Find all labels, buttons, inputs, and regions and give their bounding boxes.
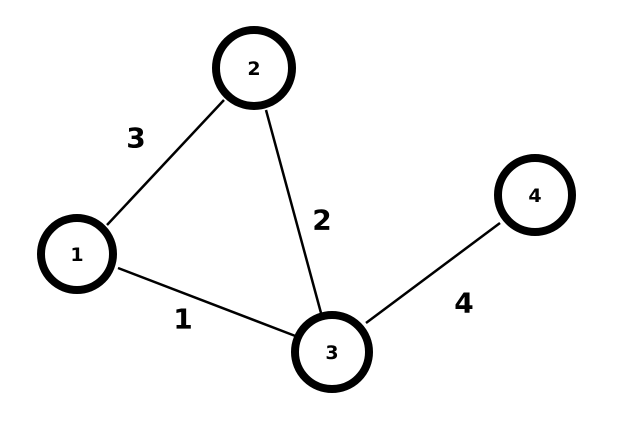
node-3-circle bbox=[291, 311, 373, 393]
edge-2-3 bbox=[264, 109, 323, 314]
node-2: 2 bbox=[212, 26, 296, 110]
node-1-label: 1 bbox=[70, 244, 83, 266]
edge-weight-1-3: 1 bbox=[173, 303, 192, 336]
node-2-circle bbox=[212, 26, 296, 110]
edge-weight-2-3: 2 bbox=[312, 204, 331, 237]
edge-weight-1-2: 3 bbox=[126, 122, 145, 155]
edge-weight-3-4: 4 bbox=[454, 287, 473, 320]
node-4-label: 4 bbox=[528, 185, 541, 207]
node-3-label: 3 bbox=[325, 342, 338, 364]
edge-1-3 bbox=[117, 266, 299, 339]
node-3: 3 bbox=[291, 311, 373, 393]
node-1: 1 bbox=[37, 214, 117, 294]
node-4-circle bbox=[494, 154, 576, 236]
edge-1-2 bbox=[106, 99, 225, 226]
node-2-label: 2 bbox=[247, 58, 260, 80]
node-1-circle bbox=[37, 214, 117, 294]
edge-3-4 bbox=[365, 221, 501, 325]
node-4: 4 bbox=[494, 154, 576, 236]
